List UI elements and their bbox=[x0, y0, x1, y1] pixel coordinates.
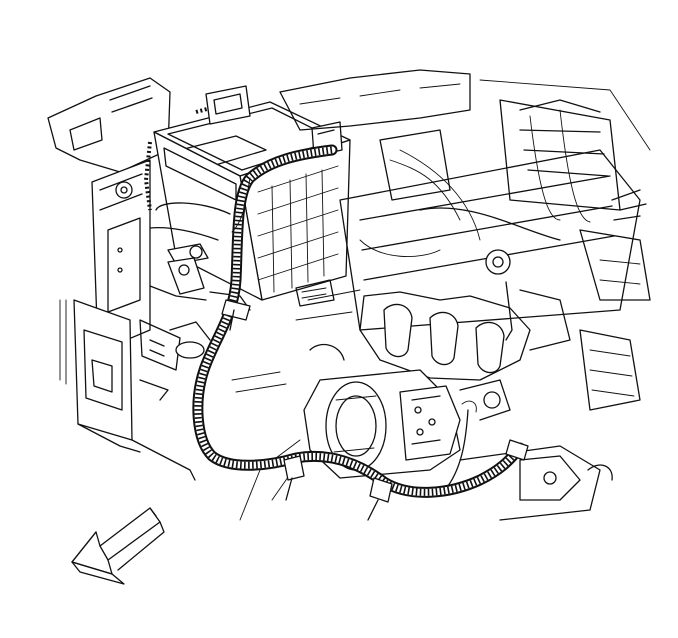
radiator-support-bracket bbox=[47, 77, 196, 481]
battery-cable-harness bbox=[192, 144, 526, 498]
direction-arrow bbox=[71, 507, 165, 585]
engine-intake-manifold bbox=[279, 69, 651, 331]
exhaust-manifold bbox=[295, 281, 641, 411]
cable-retaining-clips bbox=[221, 299, 529, 521]
battery bbox=[143, 85, 351, 301]
hose-fittings bbox=[149, 202, 335, 393]
starter-motor bbox=[239, 343, 613, 521]
